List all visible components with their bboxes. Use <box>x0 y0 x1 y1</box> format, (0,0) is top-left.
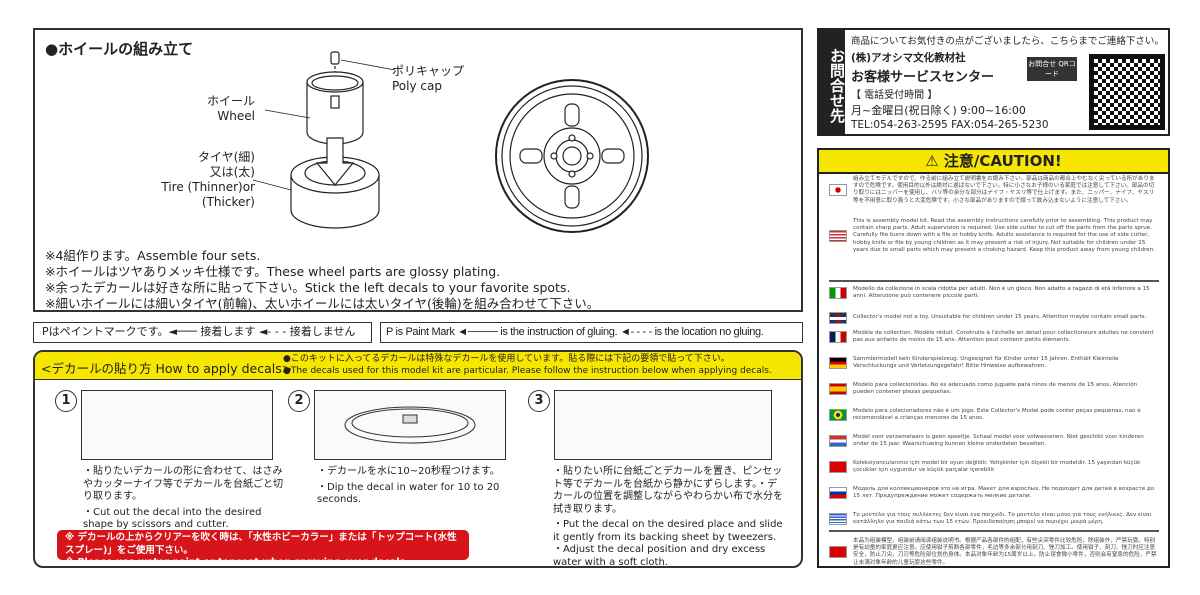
step-2-jp: ・デカールを水に10~20秒程つけます。 <box>317 466 500 477</box>
flag-tr-icon <box>829 461 847 474</box>
divider <box>829 530 1159 532</box>
note: ※余ったデカールは好きな所に貼って下さい。Stick the left deca… <box>45 280 571 295</box>
caution-text: Modelo para collecionistas. No es adecua… <box>853 382 1138 396</box>
company-name: (株)アオシマ文化教材社 <box>851 52 966 64</box>
wheel-assembly-panel: ●ホイールの組み立て ポリキャップ Poly cap ホイール Wheel タイ… <box>33 28 803 312</box>
caution-item-es: Modelo para collecionistas. No es adecua… <box>829 382 1159 396</box>
caution-item-it: Modello da collezione in scala ridotta p… <box>829 286 1159 300</box>
polycap-label-en: Poly cap <box>392 79 442 93</box>
caution-text: Модель для коллекционеров это не игра. М… <box>853 486 1155 500</box>
caution-box: ⚠ 注意/CAUTION! 組み立てモデルですので、作る前に組み立て説明書をお読… <box>817 148 1170 568</box>
qr-label: お問合せ QRコード <box>1027 57 1077 81</box>
flag-gr-icon <box>829 513 847 526</box>
wheel-assembly-diagram <box>252 51 649 233</box>
caution-item-de: Sammlermodell kein Kinderspielzeug. Unge… <box>829 356 1159 370</box>
legend-jp: Pはペイントマークです。◄─── 接着します ◄- - - 接着しません <box>33 322 372 343</box>
caution-item-tr: Koleksiyoncularımız için model bir oyun … <box>829 460 1159 474</box>
step-1-jp: ・貼りたいデカールの形に合わせて、はさみやカッターナイフ等でデカールを台紙ごと切… <box>83 466 283 502</box>
tire-label-en2: (Thicker) <box>201 195 255 209</box>
step-number: 1 <box>55 390 77 412</box>
flag-it-icon <box>829 287 847 300</box>
decal-header: <デカールの貼り方 How to apply decals> ●このキットに入っ… <box>35 352 801 380</box>
step-3-en: ・Put the decal on the desired place and … <box>553 519 783 568</box>
note: ※ホイールはツヤありメッキ仕様です。These wheel parts are … <box>45 264 501 279</box>
decal-instructions-panel: <デカールの貼り方 How to apply decals> ●このキットに入っ… <box>33 350 803 568</box>
step-number: 2 <box>288 390 310 412</box>
caution-text: Modèle de collection. Modèle réduit. Con… <box>853 330 1154 344</box>
caution-item-br: Modelo para colecionadores não é um jogo… <box>829 408 1159 422</box>
contact-side-label: お問合せ先 <box>819 30 846 134</box>
caution-text: This is assembly model kit. Read the ass… <box>853 218 1155 253</box>
flag-br-icon <box>829 409 847 422</box>
warning-jp: ※ デカールの上からクリアーを吹く時は、「水性ホビーカラー」または「トップコート… <box>65 532 457 556</box>
caution-text: Collector's model not a toy. Unsuitable … <box>853 314 1147 321</box>
wheel-label-en: Wheel <box>217 109 255 123</box>
wheel-front-view <box>495 79 649 233</box>
caution-text: 組み立てモデルですので、作る前に組み立て説明書をお読み下さい。部品は商品の都合上… <box>853 176 1155 204</box>
flag-jp-icon <box>829 184 847 197</box>
step-3-illustration <box>554 390 772 460</box>
caution-item-gr: Το μοντέλο για τους συλλέκτες δεν είναι … <box>829 512 1159 526</box>
tire-label-jp2: 又は(太) <box>209 165 255 179</box>
step-1-en: ・Cut out the decal into the desired shap… <box>83 506 262 531</box>
arrow-down-icon <box>315 137 355 186</box>
step-number: 3 <box>528 390 550 412</box>
warning-en: ※ Please use water paint or topcoat when… <box>65 557 409 568</box>
caution-item-ru: Модель для коллекционеров это не игра. М… <box>829 486 1159 500</box>
flag-cn-icon <box>829 546 847 559</box>
note: ※細いホイールには細いタイヤ(前輪)、太いホイールには太いタイヤ(後輪)を組み合… <box>45 296 600 311</box>
caution-title: ⚠ 注意/CAUTION! <box>819 150 1168 174</box>
wheel-label-jp: ホイール <box>206 94 255 108</box>
caution-text: Modello da collezione in scala ridotta p… <box>853 286 1150 300</box>
caution-item-uk: Collector's model not a toy. Unsuitable … <box>829 312 1159 324</box>
qr-code[interactable] <box>1089 54 1165 130</box>
caution-item-us: This is assembly model kit. Read the ass… <box>829 218 1159 254</box>
section-title: ●ホイールの組み立て <box>45 40 194 58</box>
decal-heading: <デカールの貼り方 How to apply decals> <box>41 361 293 376</box>
step-1-illustration <box>81 390 273 460</box>
assembly-notes: ※4組作ります。Assemble four sets. ※ホイールはツヤありメッ… <box>45 248 599 312</box>
spray-warning: ※ デカールの上からクリアーを吹く時は、「水性ホビーカラー」または「トップコート… <box>57 530 469 566</box>
step-2-en: ・Dip the decal in water for 10 to 20 sec… <box>317 481 500 506</box>
divider <box>829 280 1159 282</box>
flag-ru-icon <box>829 487 847 500</box>
polycap-label-jp: ポリキャップ <box>392 64 465 78</box>
caution-text: Modelo para colecionadores não é um jogo… <box>853 408 1141 422</box>
step-3-jp: ・貼りたい所に台紙ごとデカールを置き、ピンセット等でデカールを台紙から静かにずら… <box>553 466 783 515</box>
caution-text: 本品为组装模型，组装前请阅读组装说明书。根据产品各部件的组配，有些尖突零件比较危… <box>853 538 1157 566</box>
hours-label: 【 電話受付時間 】 <box>851 90 938 101</box>
caution-item-cn: 本品为组装模型，组装前请阅读组装说明书。根据产品各部件的组配，有些尖突零件比较危… <box>829 538 1159 567</box>
caution-text: Model voor verzamelaars is geen speeltje… <box>853 434 1144 448</box>
note: ※4組作ります。Assemble four sets. <box>45 248 261 263</box>
service-center: お客様サービスセンター <box>851 70 995 85</box>
phone-fax: TEL:054-263-2595 FAX:054-265-5230 <box>851 119 1049 131</box>
flag-nl-icon <box>829 435 847 448</box>
caution-text: Το μοντέλο για τους συλλέκτες δεν είναι … <box>853 512 1152 526</box>
flag-uk-icon <box>829 312 847 324</box>
flag-de-icon <box>829 357 847 370</box>
legend-en: P is Paint Mark ◄──── is the instruction… <box>380 322 803 343</box>
caution-item-nl: Model voor verzamelaars is geen speeltje… <box>829 434 1159 448</box>
flag-us-icon <box>829 230 847 242</box>
caution-text: Sammlermodell kein Kinderspielzeug. Unge… <box>853 356 1119 370</box>
step-2-illustration <box>314 390 506 460</box>
tire-label-en1: Tire (Thinner)or <box>161 180 255 194</box>
decal-note-en: ●The decals used for this model kit are … <box>283 365 772 376</box>
business-hours: 月~金曜日(祝日除く) 9:00~16:00 <box>851 104 1026 117</box>
caution-item-jp: 組み立てモデルですので、作る前に組み立て説明書をお読み下さい。部品は商品の都合上… <box>829 176 1159 205</box>
flag-es-icon <box>829 383 847 396</box>
tire-label-jp1: タイヤ(細) <box>197 150 255 164</box>
contact-box: お問合せ先 商品についてお気付きの点がございましたら、こちらまでご連絡下さい。 … <box>817 28 1170 136</box>
poly-cap-drawing <box>330 51 340 65</box>
contact-intro: 商品についてお気付きの点がございましたら、こちらまでご連絡下さい。 <box>851 36 1164 47</box>
caution-text: Koleksiyoncularımız için model bir oyun … <box>853 460 1141 474</box>
caution-item-fr: Modèle de collection. Modèle réduit. Con… <box>829 330 1159 344</box>
decal-note-jp: ●このキットに入ってるデカールは特殊なデカールを使用しています。貼る際には下記の… <box>283 354 730 364</box>
flag-fr-icon <box>829 331 847 344</box>
